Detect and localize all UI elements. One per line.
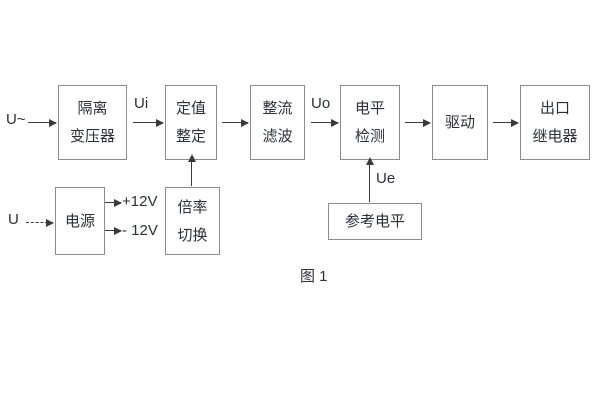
connector-setting-to-rectify [222,118,249,127]
block-isolation-transformer: 隔离变压器 [58,85,127,160]
connector-rectify-to-level [311,118,339,127]
connector-power-out-plus [105,198,122,207]
block-label-line1: 参考电平 [344,213,405,230]
connector-level-to-drive [405,118,431,127]
block-label-line1: 驱动 [444,114,475,131]
label-input-dc: U [8,211,19,228]
figure-caption: 图 1 [300,268,328,285]
block-setting-value: 定值整定 [165,85,217,160]
connector-multiplier-to-setting [187,154,196,186]
label-signal-ue: Ue [376,170,396,187]
block-label-line2: 滤波 [262,128,293,145]
block-label-line1: 整流 [262,100,293,117]
block-power-supply: 电源 [55,187,105,255]
block-label-line1: 倍率 [177,198,208,216]
label-supply-plus: +12V [122,193,158,210]
connector-dc-to-power [26,218,54,227]
block-label-line1: 电源 [64,212,95,230]
label-supply-minus: - 12V [122,222,158,239]
connector-ac-to-isolation [28,118,57,127]
label-signal-ui: Ui [134,95,149,112]
label-signal-uo: Uo [311,95,331,112]
label-input-ac: U~ [6,111,26,128]
block-label-line2: 继电器 [532,128,578,145]
block-multiplier-switch: 倍率切换 [165,187,220,255]
block-label-line1: 定值 [175,100,206,117]
block-label-line2: 切换 [177,226,208,244]
block-label-line2: 检测 [354,128,385,145]
connector-drive-to-relay [493,118,519,127]
connector-reference-to-level [365,157,374,202]
block-rectify-filter: 整流滤波 [250,85,305,160]
block-label-line1: 隔离 [77,100,108,117]
block-output-relay: 出口继电器 [520,85,590,160]
block-label-line2: 变压器 [69,128,115,145]
block-label-line1: 电平 [354,100,385,117]
block-label-line1: 出口 [539,100,570,117]
block-level-detection: 电平检测 [340,85,400,160]
block-label-line2: 整定 [175,128,206,145]
block-drive: 驱动 [432,85,488,160]
connector-isolation-to-setting [133,118,164,127]
block-reference-level: 参考电平 [328,203,422,240]
connector-power-out-minus [105,226,122,235]
